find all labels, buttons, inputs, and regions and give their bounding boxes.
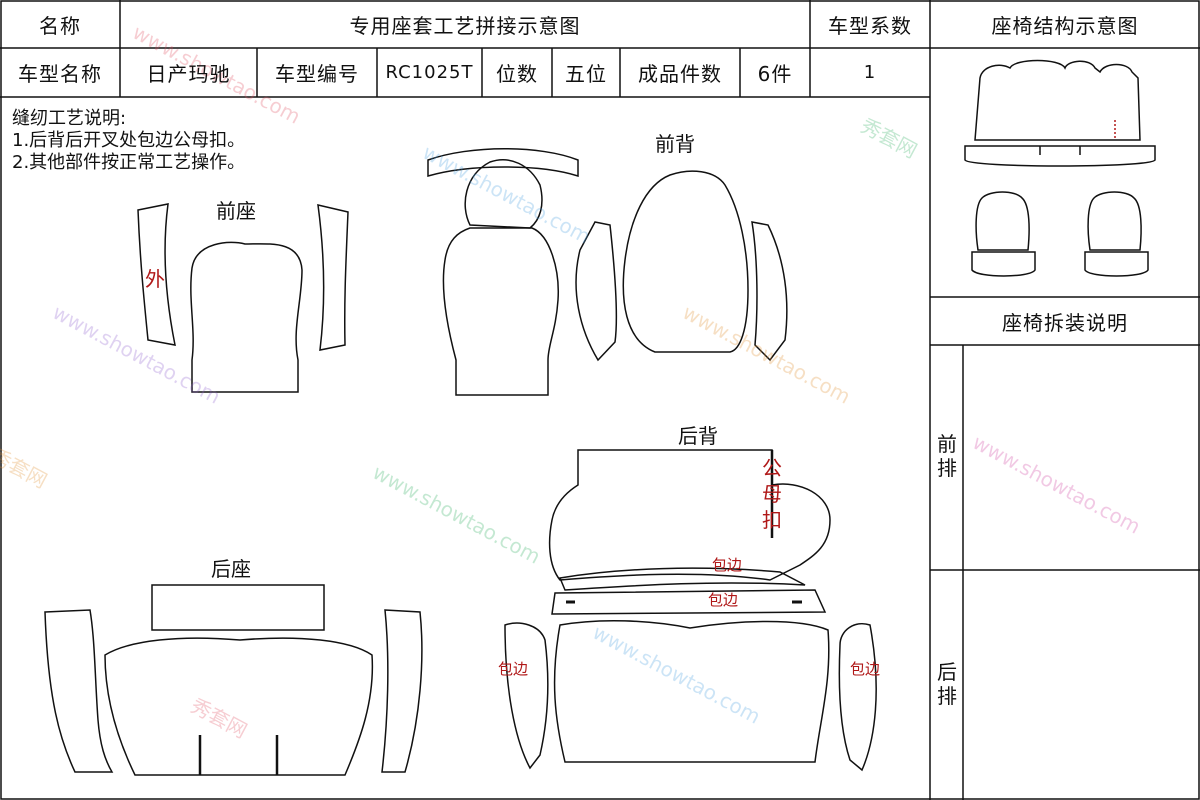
notes-line: 1.后背后开叉处包边公母扣。	[12, 130, 246, 151]
model-code-label: 车型编号	[275, 62, 359, 86]
pieces-label: 成品件数	[638, 62, 722, 86]
pieces-value: 6件	[757, 62, 793, 86]
model-code-value: RC1025T	[385, 62, 474, 83]
snap-label-female: 母	[762, 482, 782, 506]
snap-label-male: 公	[762, 456, 782, 480]
front-back-left-side-piece	[575, 221, 618, 362]
rear-back-edge-strip-2	[551, 589, 827, 615]
rear-back-label: 后背	[678, 424, 718, 448]
front-seat-center-piece	[190, 241, 303, 393]
rear-row-char: 排	[937, 684, 957, 708]
front-seat-label: 前座	[216, 199, 256, 223]
model-name-label: 车型名称	[18, 62, 102, 86]
rear-seat-label: 后座	[211, 557, 251, 581]
rear-back-main-piece	[548, 449, 831, 581]
sewing-notes: 缝纫工艺说明: 1.后背后开叉处包边公母扣。 2.其他部件按正常工艺操作。	[12, 108, 245, 174]
edge-binding-label: 包边	[712, 556, 743, 574]
page-title: 专用座套工艺拼接示意图	[349, 13, 581, 38]
rear-seat-right-side-piece	[381, 609, 423, 773]
edge-binding-label: 包边	[850, 660, 881, 678]
front-seat-pieces	[137, 203, 349, 393]
rear-seat-center-piece	[104, 637, 374, 776]
install-title: 座椅拆装说明	[1002, 310, 1128, 335]
structure-title: 座椅结构示意图	[991, 13, 1139, 38]
seats-label: 位数	[496, 62, 538, 86]
coef-label: 车型系数	[828, 13, 912, 38]
front-seat-right-side-piece	[317, 204, 349, 351]
front-back-head-piece	[464, 159, 543, 229]
front-back-center-piece	[442, 227, 559, 396]
edge-binding-label: 包边	[498, 660, 529, 678]
rear-seat-left-side-piece	[44, 609, 114, 773]
front-back-right-side-piece	[751, 221, 788, 362]
seat-structure-diagram	[964, 59, 1156, 277]
front-row-label: 前 排	[935, 432, 959, 480]
front-row-char: 前	[937, 432, 957, 456]
front-back-label: 前背	[655, 132, 695, 156]
front-back-pieces	[427, 148, 788, 396]
rear-row-label: 后 排	[935, 660, 959, 708]
front-row-char: 排	[937, 456, 957, 480]
rear-back-edge-strip-1	[558, 567, 806, 591]
model-name-value: 日产玛驰	[146, 62, 231, 86]
rear-seat-top-strip	[151, 584, 325, 631]
front-seat-left-side-piece	[137, 203, 176, 346]
front-back-main-piece	[622, 170, 749, 353]
rear-back-right-side-piece	[838, 623, 877, 772]
front-back-top-strip	[427, 148, 579, 178]
coef-value: 1	[863, 62, 877, 83]
rear-back-bottom-piece	[553, 619, 830, 763]
rear-seat-pieces	[44, 584, 423, 776]
seats-value: 五位	[565, 62, 607, 86]
notes-title: 缝纫工艺说明:	[12, 108, 127, 129]
name-label: 名称	[39, 13, 81, 38]
rear-back-pieces	[504, 449, 877, 772]
rear-back-left-side-piece	[504, 622, 549, 770]
notes-line: 2.其他部件按正常工艺操作。	[12, 152, 246, 173]
snap-label-button: 扣	[762, 508, 782, 532]
outer-side-marker: 外	[145, 267, 165, 291]
edge-binding-label: 包边	[708, 591, 739, 609]
rear-row-char: 后	[937, 660, 957, 684]
